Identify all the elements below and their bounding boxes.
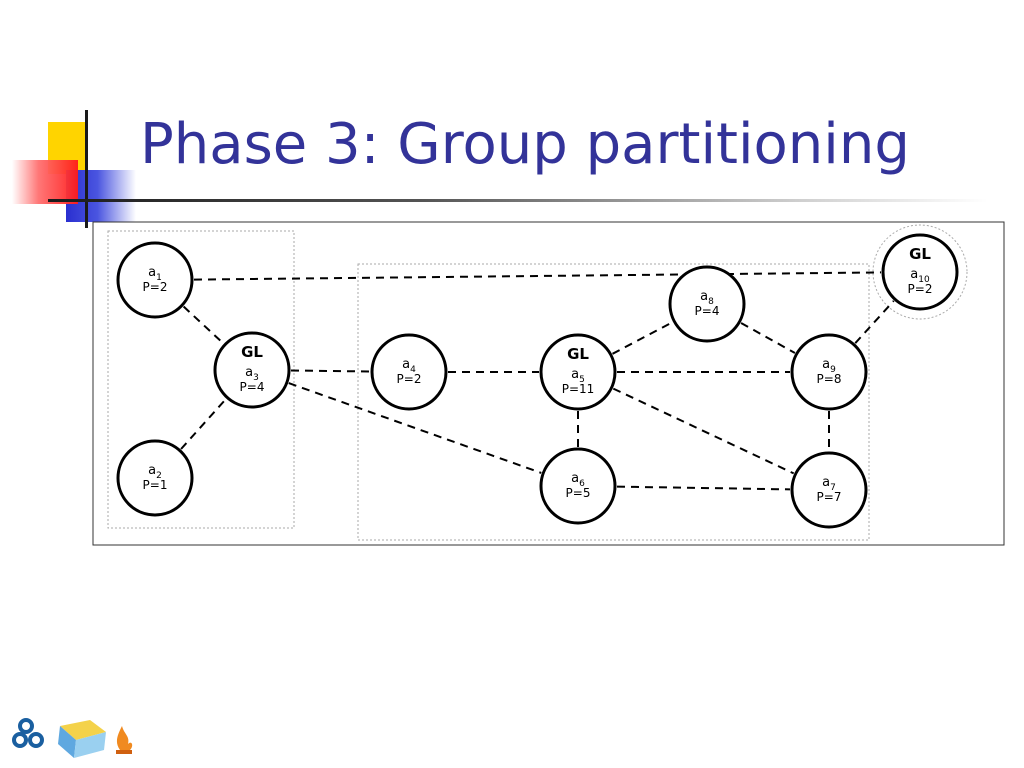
- node-name-base: a: [402, 357, 410, 372]
- node-name-subscript: 5: [579, 375, 585, 385]
- node-priority: P=8: [817, 372, 842, 386]
- node-a3: GL a3P=4: [213, 331, 291, 409]
- diagram-frame: [92, 221, 1005, 546]
- node-name: a1: [148, 265, 162, 283]
- edge-a3-a6: [288, 382, 542, 474]
- node-priority: P=2: [908, 282, 933, 296]
- node-a6: a6P=5: [539, 447, 617, 525]
- edge-a1-a3: [182, 305, 225, 345]
- group-ring-3: [872, 224, 968, 320]
- node-circle: [668, 265, 746, 343]
- decor-title-underline: [48, 199, 988, 202]
- node-name: a5: [571, 367, 585, 385]
- node-name-base: a: [700, 289, 708, 304]
- node-a5: GL a5P=11: [539, 333, 617, 411]
- group-box-2: [357, 263, 870, 541]
- node-name: a10: [910, 267, 930, 285]
- node-priority: P=11: [562, 382, 595, 396]
- node-name-base: a: [822, 357, 830, 372]
- cluster-logo-icon: [12, 718, 44, 748]
- edge-a9-a10: [854, 300, 895, 344]
- cube-logo-icon: [58, 720, 106, 758]
- node-priority: P=1: [143, 478, 168, 492]
- node-name: a2: [148, 463, 162, 481]
- decor-red-square: [12, 160, 78, 204]
- node-name-base: a: [245, 365, 253, 380]
- node-priority: P=2: [143, 280, 168, 294]
- node-name-subscript: 6: [579, 479, 585, 489]
- node-circle: [539, 333, 617, 411]
- node-name: a9: [822, 357, 836, 375]
- node-name-subscript: 2: [156, 471, 162, 481]
- node-circle: [790, 451, 868, 529]
- node-circle: [213, 331, 291, 409]
- node-circle: [539, 447, 617, 525]
- node-name-base: a: [910, 267, 918, 282]
- edge-a2-a3: [180, 398, 227, 450]
- group-box-1: [107, 230, 295, 529]
- node-name-subscript: 10: [918, 275, 930, 285]
- node-circle: [116, 439, 194, 517]
- node-circle: [790, 333, 868, 411]
- node-name-subscript: 9: [830, 365, 836, 375]
- node-priority: P=4: [240, 380, 265, 394]
- edge-a5-a8: [612, 321, 673, 355]
- node-a2: a2P=1: [116, 439, 194, 517]
- node-name-subscript: 3: [253, 373, 259, 383]
- node-a4: a4P=2: [370, 333, 448, 411]
- node-name: a4: [402, 357, 416, 375]
- node-name-base: a: [148, 265, 156, 280]
- node-name-subscript: 8: [708, 297, 714, 307]
- edge-a5-a7: [612, 387, 795, 475]
- node-name: a7: [822, 475, 836, 493]
- node-name-base: a: [822, 475, 830, 490]
- node-a8: a8P=4: [668, 265, 746, 343]
- edge-a8-a9: [740, 322, 796, 354]
- node-name: a6: [571, 471, 585, 489]
- node-priority: P=4: [695, 304, 720, 318]
- node-priority: P=5: [566, 486, 591, 500]
- node-a1: a1P=2: [116, 241, 194, 319]
- node-circle: [370, 333, 448, 411]
- group-leader-label: GL: [241, 343, 263, 361]
- node-name-subscript: 4: [410, 365, 416, 375]
- node-priority: P=7: [817, 490, 842, 504]
- nodes-layer: a1P=2a2P=1GLa3P=4a4P=2GLa5P=11a6P=5a7P=7…: [116, 233, 959, 529]
- node-name-subscript: 7: [830, 483, 836, 493]
- decor-vertical-line: [85, 110, 88, 228]
- node-circle: [881, 233, 959, 311]
- node-name: a3: [245, 365, 259, 383]
- edges-layer: [180, 271, 895, 491]
- node-a7: a7P=7: [790, 451, 868, 529]
- node-name-base: a: [571, 471, 579, 486]
- edge-a1-a10: [193, 271, 882, 281]
- node-name-base: a: [148, 463, 156, 478]
- edge-a3-a4: [290, 369, 371, 373]
- node-name-subscript: 1: [156, 273, 162, 283]
- node-priority: P=2: [397, 372, 422, 386]
- footer-logos: [12, 718, 133, 758]
- flame-logo-icon: [116, 726, 133, 754]
- slide-title: Phase 3: Group partitioning: [140, 112, 910, 177]
- edge-a6-a7: [616, 485, 791, 491]
- group-leader-label: GL: [909, 245, 931, 263]
- node-circle: [116, 241, 194, 319]
- node-name: a8: [700, 289, 714, 307]
- group-leader-label: GL: [567, 345, 589, 363]
- node-name-base: a: [571, 367, 579, 382]
- node-a9: a9P=8: [790, 333, 868, 411]
